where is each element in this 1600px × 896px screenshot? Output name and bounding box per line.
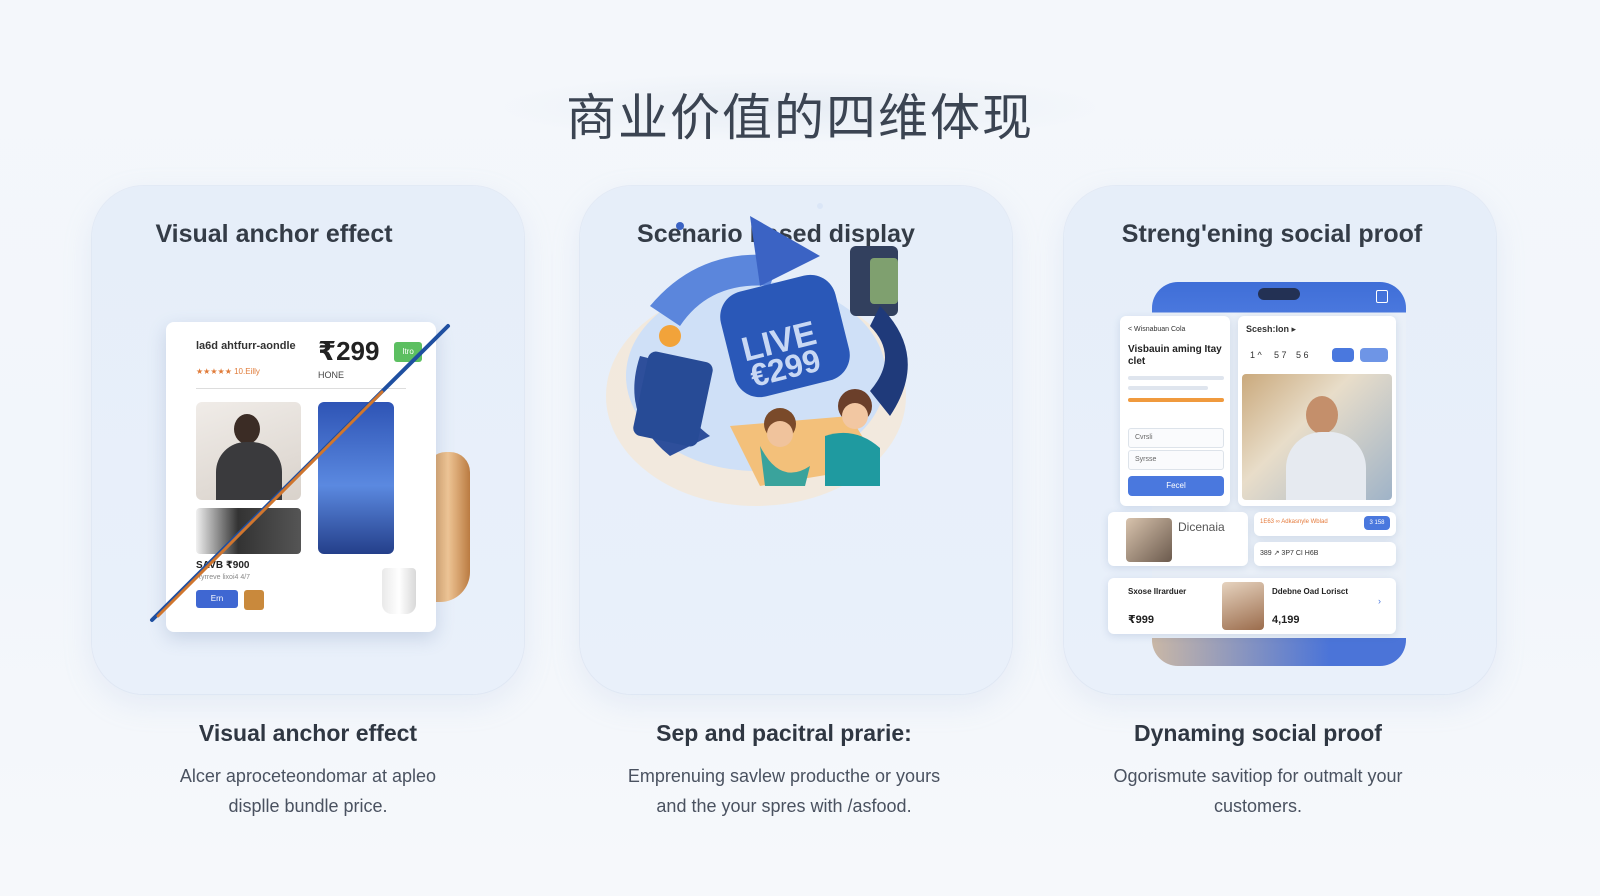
caption-line-1: Alcer aproceteondomar at apleo (179, 766, 437, 786)
caption-2: Sep and pacitral prarie: Emprenuing savl… (568, 720, 1000, 821)
caption-title: Sep and pacitral prarie: (656, 720, 912, 746)
note-icon[interactable] (1376, 290, 1388, 303)
review-row-2: 389 ↗ 3P7 CI H6B (1254, 542, 1396, 566)
man-photo (1242, 374, 1392, 500)
card-heading: Visual anchor effect (155, 220, 393, 248)
product-price: ₹299 (318, 336, 380, 366)
input-field-2[interactable]: Syrsse (1128, 450, 1224, 470)
page-title: 商业价值的四维体现 (566, 89, 1034, 147)
stat-chip-2[interactable] (1360, 348, 1388, 362)
right-panel: Scesh:Ion ▸ 1 ^ 5 7 5 6 (1238, 316, 1396, 506)
stat-1: 1 ^ (1250, 350, 1262, 360)
caption-line-2: displle bundle price. (228, 796, 388, 816)
divider (196, 388, 406, 389)
panel-title: Visbauin aming Itay clet (1128, 344, 1222, 367)
thumbnail (244, 590, 264, 610)
review-row-1-right: 1E63 ∞ Adkasnyle Wblad 3 158 (1254, 512, 1396, 536)
phone-bottom-bar (1152, 638, 1406, 666)
product-sub: HONE (318, 370, 345, 380)
rating-stars: ★★★★★ 10.Eilly (196, 367, 260, 376)
text-line (1128, 386, 1208, 390)
scenario-illustration: LIVE €299 (606, 203, 908, 506)
product-image-blue (318, 402, 394, 554)
card-scenario-display: Scenario based display LIVE €299 (580, 186, 1012, 694)
title-glow (500, 72, 1100, 142)
progress-bar (1128, 398, 1224, 402)
row-meta: 1E63 ∞ Adkasnyle Wblad (1260, 519, 1328, 525)
review-row-1[interactable]: Dicenaia (1108, 512, 1248, 566)
product-card: la6d ahtfurr-aondle ★★★★★ 10.Eilly ₹299 … (166, 322, 436, 632)
anchor-slash-lines (150, 324, 450, 622)
stat-2: 5 7 (1274, 350, 1287, 360)
caption-title: Dynaming social proof (1134, 720, 1382, 746)
caption-1: Visual anchor effect Alcer aproceteondom… (92, 720, 524, 821)
caption-line-1: Ogorismute savitiop for outmalt your (1113, 766, 1403, 786)
chevron-right-icon[interactable]: › (1378, 596, 1381, 606)
review-price-2: 4,199 (1272, 614, 1300, 626)
stat-chip-1[interactable] (1332, 348, 1354, 362)
save-amount: SAVB ₹900 (196, 560, 250, 571)
phone-notch (1258, 288, 1300, 300)
row-text: 389 ↗ 3P7 CI H6B (1260, 550, 1319, 557)
avatar (1222, 582, 1264, 630)
avatar (1126, 518, 1172, 562)
review-price: ₹999 (1128, 614, 1155, 626)
card-heading: Streng'ening social proof (1121, 220, 1423, 248)
product-image-woman (196, 402, 301, 500)
submit-button[interactable]: Fecel (1128, 476, 1224, 496)
reviewer-name: Sxose Ilrarduer (1128, 587, 1187, 596)
input-field-1[interactable]: Cvrsli (1128, 428, 1224, 448)
reviewer-name: Dicenaia (1178, 520, 1225, 534)
product-name: la6d ahtfurr-aondle (196, 340, 296, 352)
card-visual-anchor: Visual anchor effect la6d ahtfurr-aondle… (92, 186, 524, 694)
stat-3: 5 6 (1296, 350, 1309, 360)
left-panel: < Wisnabuan Cola Visbauin aming Itay cle… (1120, 316, 1230, 506)
caption-line-2: customers. (1213, 796, 1303, 816)
reviewer-name-2: Ddebne Oad Lorisct (1272, 587, 1349, 596)
caption-title: Visual anchor effect (198, 720, 418, 746)
cup-image (382, 568, 416, 614)
buy-button[interactable]: Ern (196, 590, 238, 608)
card-social-proof: Streng'ening social proof < Wisnabuan Co… (1064, 186, 1496, 694)
breadcrumb: < Wisnabuan Cola (1128, 326, 1186, 333)
text-line (1128, 376, 1224, 380)
caption-line-1: Emprenuing savlew producthe or yours (627, 766, 941, 786)
save-note: Ryrreve lixoi4 4/7 (196, 574, 251, 581)
caption-line-2: and the your spres with /asfood. (656, 796, 912, 816)
panel-header: Scesh:Ion ▸ (1246, 324, 1297, 334)
row-badge: 3 158 (1364, 516, 1390, 530)
review-row-3[interactable]: Sxose Ilrarduer ₹999 Ddebne Oad Lorisct … (1108, 578, 1396, 634)
product-image-dark (196, 508, 301, 554)
caption-3: Dynaming social proof Ogorismute savitio… (1042, 720, 1474, 821)
